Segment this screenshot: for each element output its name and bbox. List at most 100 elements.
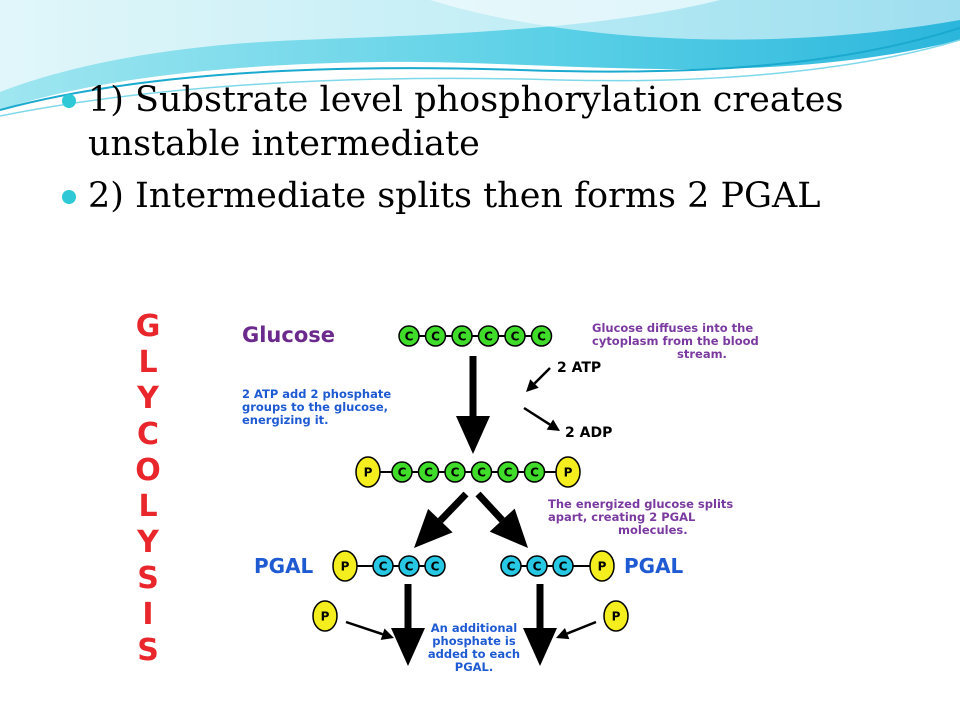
arrow-glucose-down-head — [456, 416, 490, 454]
carbon-label: C — [424, 466, 433, 480]
note-atp-phosphate: energizing it. — [242, 413, 329, 427]
arrow-extra-phosphate-left-head — [380, 628, 394, 640]
energized-carbon — [417, 461, 440, 483]
glucose-carbon — [424, 325, 447, 347]
arrow-extra-phosphate-right-shaft — [566, 620, 597, 635]
glycolysis-letter: C — [137, 417, 159, 452]
note-split: The energized glucose splits — [548, 497, 733, 511]
atp-label: 2 ATP — [557, 360, 601, 376]
phosphate-label: P — [364, 466, 373, 480]
bullet-text: 1) Substrate level phosphorylation creat… — [88, 80, 844, 164]
arrow-pgal-right-down-head — [523, 628, 557, 666]
glucose-carbon — [530, 325, 553, 347]
pgal-right-carbon — [526, 555, 548, 577]
note-glucose-diffuses: stream. — [677, 347, 727, 361]
arrow-extra-phosphate-left-shaft — [345, 620, 384, 636]
arrow-split-right-shaft — [475, 491, 505, 523]
energized-carbon — [444, 461, 466, 483]
arrow-adp-out-shaft — [523, 406, 551, 426]
carbon-label: C — [507, 560, 516, 574]
pgal-right-phosphate — [589, 550, 615, 582]
energized-phosphate-right — [555, 456, 581, 488]
glycolysis-letter: Y — [136, 525, 160, 560]
note-glucose-diffuses: cytoplasm from the blood — [592, 334, 759, 348]
carbon-label: C — [431, 560, 440, 574]
glycolysis-letter: Y — [136, 381, 160, 416]
note-glucose-diffuses: Glucose diffuses into the — [592, 321, 753, 335]
bullet-text: 2) Intermediate splits then forms 2 PGAL — [88, 176, 821, 216]
pgal-left-carbon — [424, 555, 446, 577]
note-split: molecules. — [618, 523, 688, 537]
carbon-label: C — [559, 560, 568, 574]
carbon-label: C — [504, 466, 513, 480]
note-additional-phosphate: added to each — [428, 647, 520, 661]
phosphate-label: P — [598, 560, 607, 574]
glycolysis-letter: O — [135, 453, 161, 488]
arrow-split-left-shaft — [437, 491, 469, 524]
carbon-label: C — [484, 330, 493, 344]
glycolysis-letter: G — [136, 309, 161, 344]
arrow-adp-out-head — [546, 419, 560, 431]
energized-phosphate-left — [355, 456, 381, 488]
note-additional-phosphate: PGAL. — [455, 660, 493, 674]
carbon-label: C — [511, 330, 520, 344]
arrow-extra-phosphate-right-head — [556, 627, 570, 640]
carbon-label: C — [451, 466, 460, 480]
carbon-label: C — [537, 330, 546, 344]
phosphate-label: P — [612, 610, 621, 624]
pgal-label-right: PGAL — [624, 554, 684, 578]
pgal-left-phosphate — [332, 550, 358, 582]
energized-carbon — [497, 461, 519, 483]
energized-carbon — [523, 461, 546, 483]
glycolysis-letter: S — [137, 561, 159, 596]
glucose-carbon — [477, 325, 500, 347]
glycolysis-letter: I — [142, 597, 153, 632]
glycolysis-letter: S — [137, 633, 159, 668]
arrow-atp-in-shaft — [533, 367, 551, 385]
arrow-pgal-left-down-head — [391, 628, 425, 666]
extra-phosphate-left — [312, 600, 338, 632]
glucose-label: Glucose — [242, 323, 335, 347]
carbon-label: C — [477, 466, 486, 480]
note-atp-phosphate: 2 ATP add 2 phosphate — [242, 387, 391, 401]
phosphate-label: P — [564, 466, 573, 480]
glucose-carbon — [451, 325, 473, 347]
glucose-carbon — [398, 325, 420, 347]
glucose-carbon — [504, 325, 526, 347]
bullet-dot-icon — [62, 94, 76, 108]
note-atp-phosphate: groups to the glucose, — [242, 400, 388, 414]
pgal-right-carbon — [500, 555, 522, 577]
carbon-label: C — [405, 560, 414, 574]
adp-label: 2 ADP — [565, 425, 612, 441]
arrow-atp-in-head — [526, 379, 539, 392]
bullet-dot-icon — [62, 190, 76, 204]
carbon-label: C — [533, 560, 542, 574]
pgal-left-carbon — [398, 555, 420, 577]
phosphate-label: P — [321, 610, 330, 624]
bullet-list: 1) Substrate level phosphorylation creat… — [60, 78, 920, 226]
carbon-label: C — [458, 330, 467, 344]
pgal-right-carbon — [552, 555, 574, 577]
arrow-split-right-head — [489, 508, 528, 548]
arrow-split-left-head — [414, 508, 453, 548]
note-split: apart, creating 2 PGAL — [548, 510, 696, 524]
bullet-item: 2) Intermediate splits then forms 2 PGAL — [60, 174, 920, 218]
carbon-label: C — [530, 466, 539, 480]
pgal-label-left: PGAL — [254, 554, 314, 578]
phosphate-label: P — [341, 560, 350, 574]
carbon-label: C — [405, 330, 414, 344]
pgal-left-carbon — [372, 555, 394, 577]
glycolysis-letter: L — [138, 489, 157, 524]
energized-carbon — [391, 461, 413, 483]
note-additional-phosphate: phosphate is — [432, 634, 516, 648]
glycolysis-letter: L — [138, 345, 157, 380]
energized-carbon — [470, 461, 493, 483]
carbon-label: C — [379, 560, 388, 574]
carbon-label: C — [431, 330, 440, 344]
extra-phosphate-right — [603, 600, 629, 632]
bullet-item: 1) Substrate level phosphorylation creat… — [60, 78, 920, 166]
carbon-label: C — [398, 466, 407, 480]
note-additional-phosphate: An additional — [431, 621, 518, 635]
